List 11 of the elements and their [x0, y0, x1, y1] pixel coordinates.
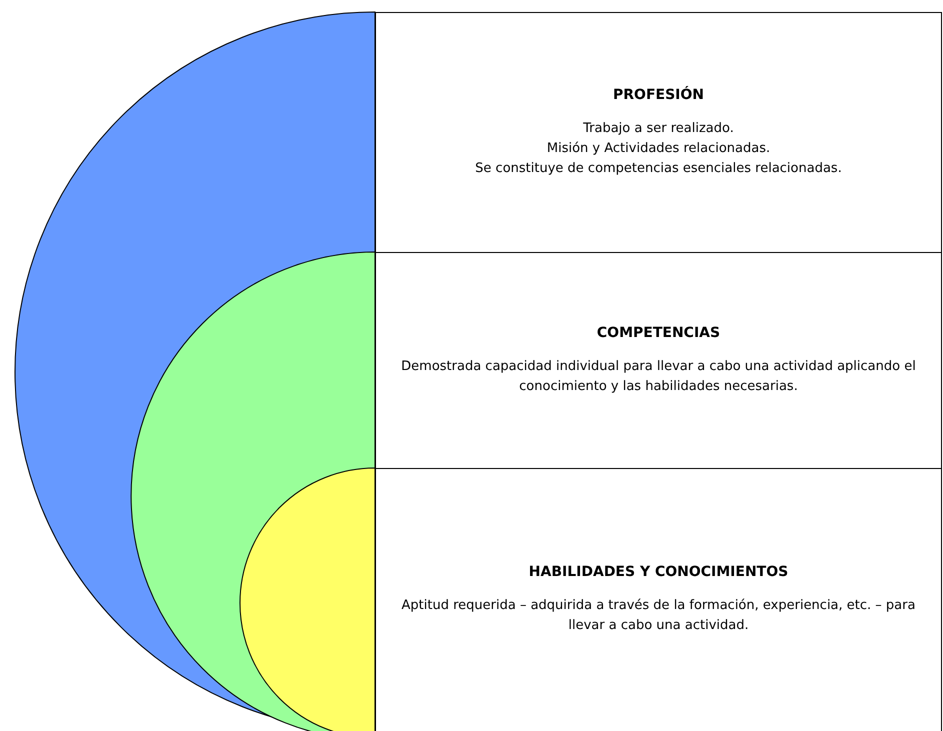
panel-description: Misión y Actividades relacionadas. — [546, 140, 770, 158]
panel-heading: COMPETENCIAS — [596, 324, 720, 340]
panel-description: Se constituye de competencias esenciales relacionadas. — [475, 160, 842, 178]
panel-heading: PROFESIÓN — [613, 86, 704, 102]
panel-description: Aptitud requerida – adquirida a través de la formación, experiencia, etc. – para llevar a cabo una actividad. — [400, 597, 916, 635]
text-panel — [375, 252, 942, 468]
text-panel — [375, 468, 942, 731]
text-panel — [375, 12, 942, 252]
panel-description: Demostrada capacidad individual para llevar a cabo una actividad aplicando el conocimiento y las habilidades necesarias. — [400, 358, 917, 396]
panel-heading: HABILIDADES Y CONOCIMIENTOS — [528, 564, 788, 580]
panel-description: Trabajo a ser realizado. — [583, 120, 734, 138]
